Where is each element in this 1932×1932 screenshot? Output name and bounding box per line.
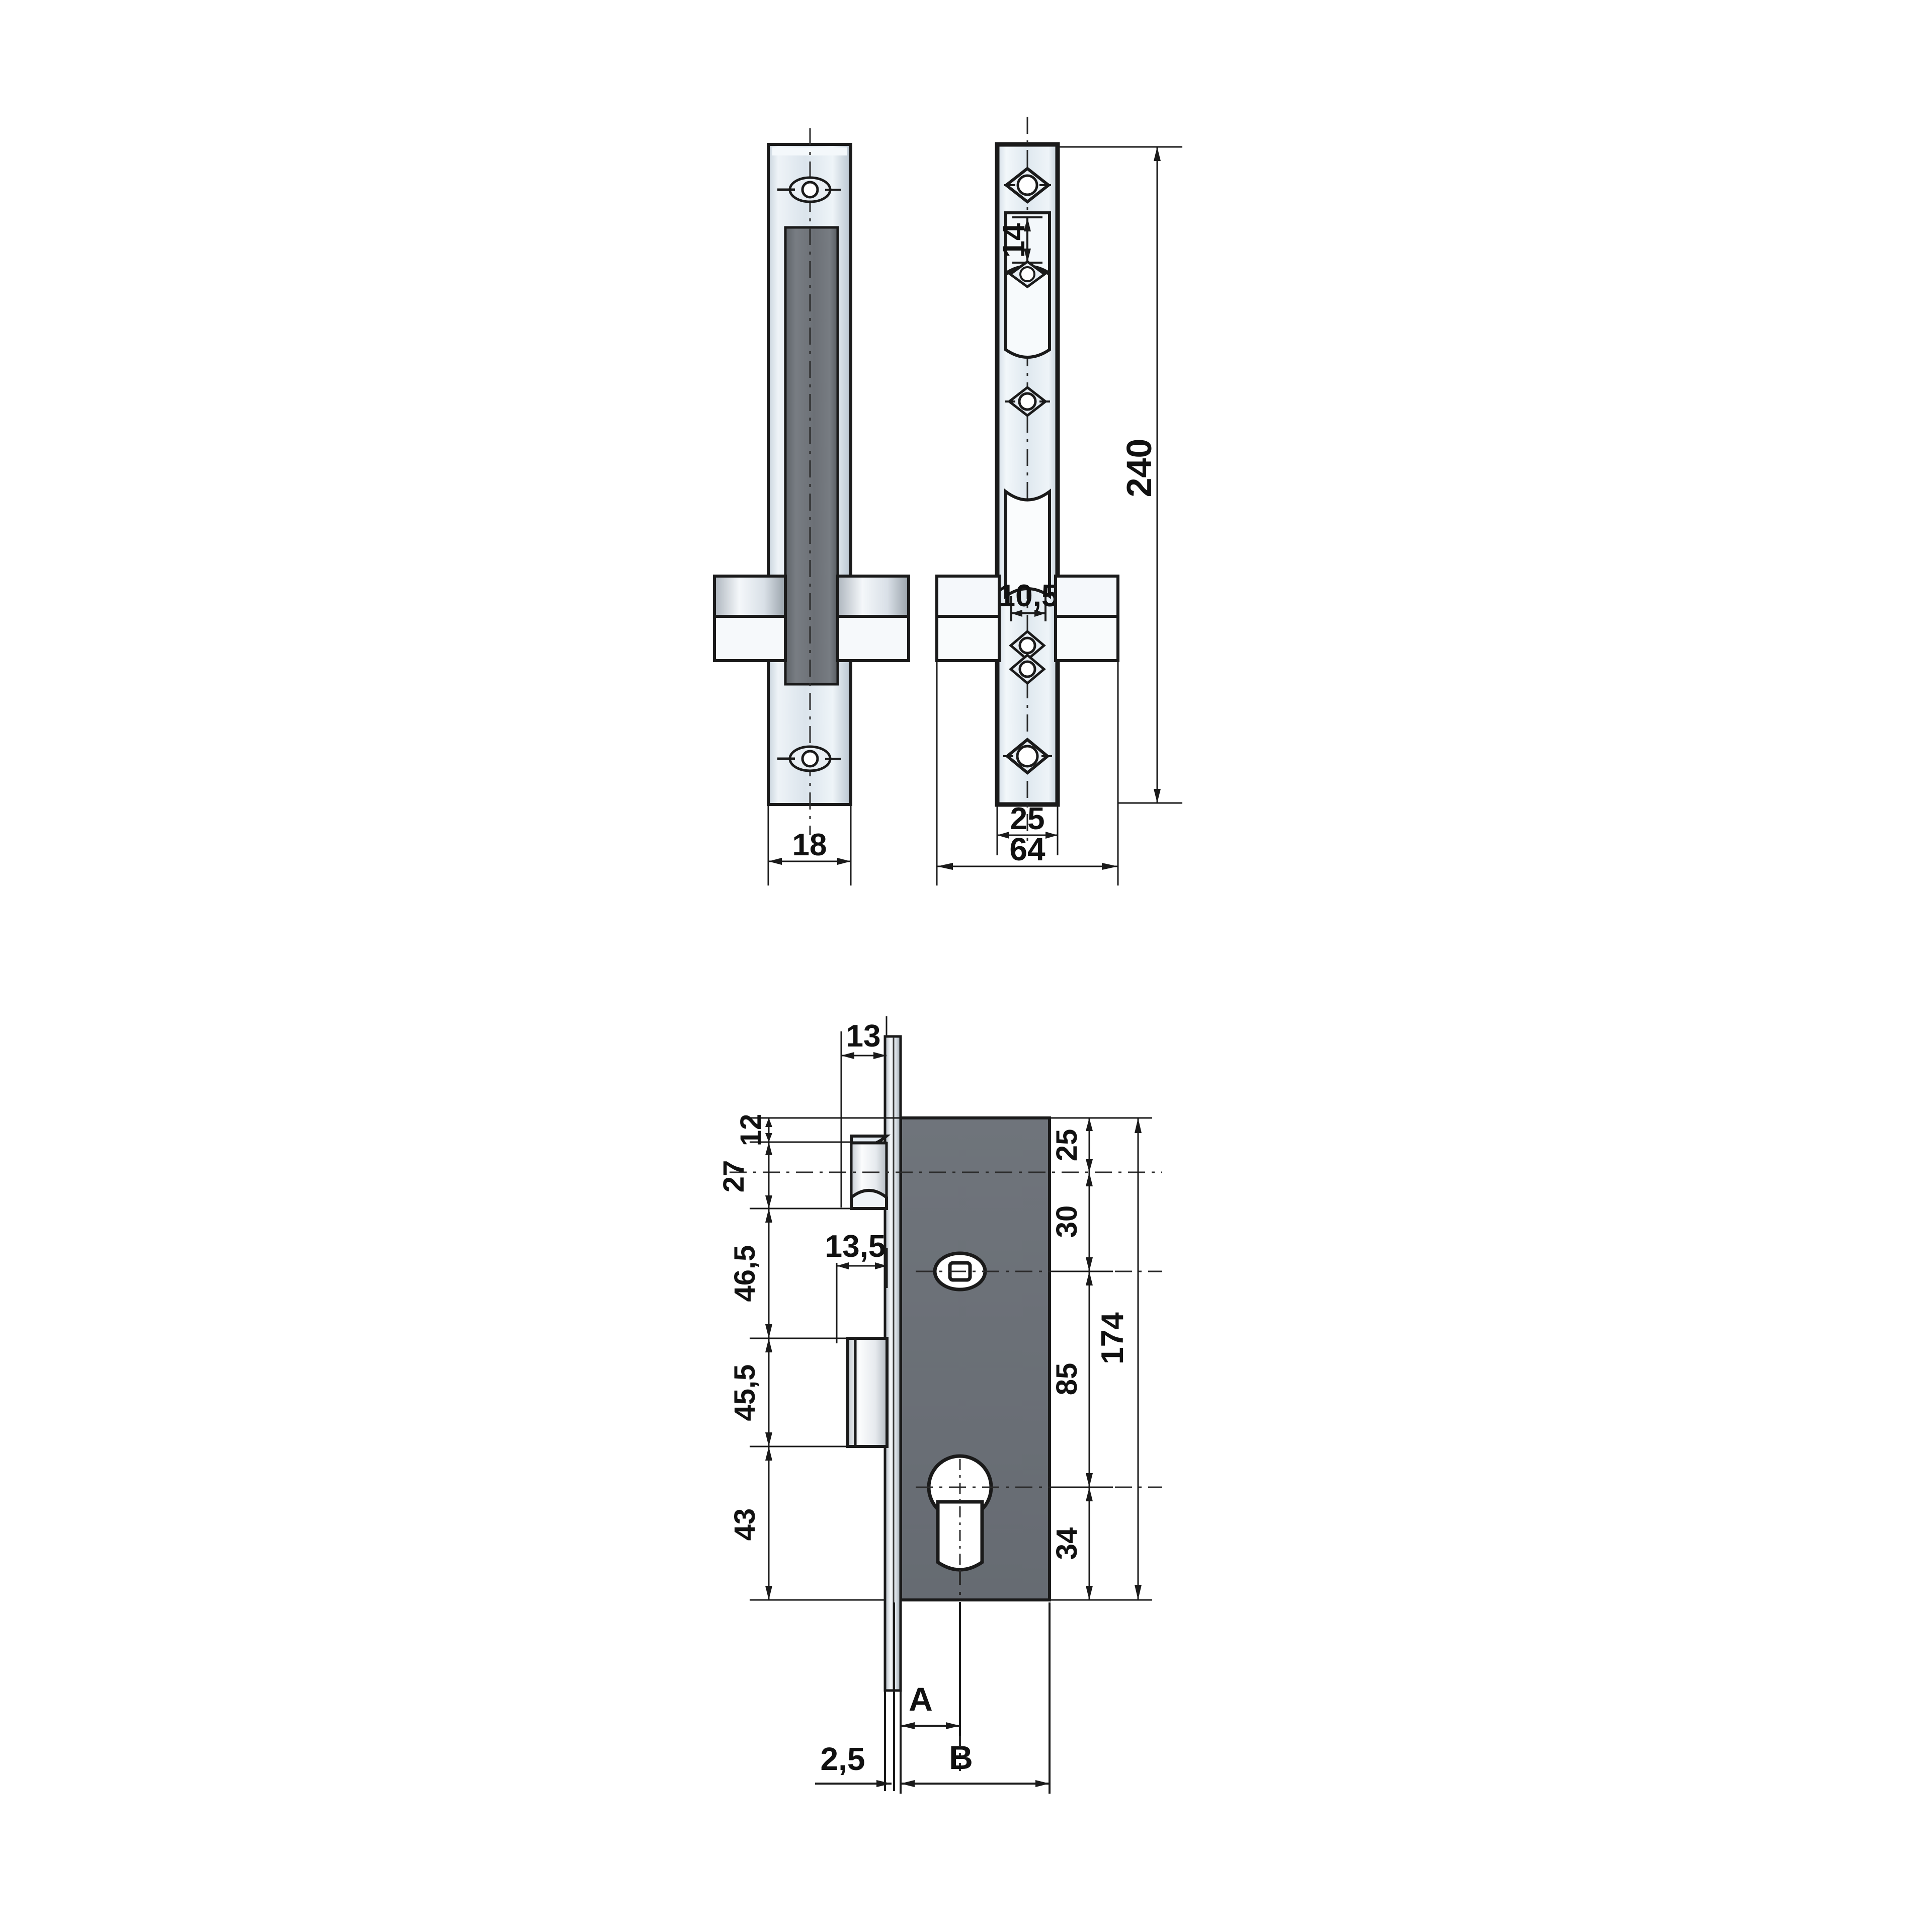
dimension-25-label: 25 (1010, 801, 1045, 836)
dimension-13-label: 13 (846, 1019, 881, 1054)
dimension-45-5-label: 45,5 (729, 1364, 761, 1421)
dimension-174: 174 (1095, 1118, 1142, 1600)
dimension-64-label: 64 (1009, 831, 1045, 867)
dimension-43: 43 (729, 1446, 772, 1600)
view-lock-case-section: 12 27 46,5 45,5 43 (717, 1016, 1162, 1794)
screw-hole-bottom (777, 745, 841, 772)
dimension-240-label: 240 (1119, 439, 1159, 498)
dimension-34-label: 34 (1051, 1527, 1083, 1560)
euro-cylinder-hole (927, 1454, 993, 1572)
dimension-43-label: 43 (729, 1508, 761, 1541)
dimension-45-5: 45,5 (729, 1338, 772, 1446)
view-strike-plate-front: 18 (713, 128, 910, 886)
dimension-10-5: 10,5 (998, 579, 1059, 621)
dimension-27: 27 (717, 1142, 772, 1209)
dimension-34: 34 (1051, 1487, 1093, 1600)
latch-bolt (850, 1135, 891, 1210)
keeper-block (713, 575, 910, 662)
keeper-block-side (935, 575, 1119, 662)
screw-hole-side-low2 (1009, 653, 1046, 685)
dimension-14: 14 (997, 216, 1042, 264)
dimension-B-label: B (949, 1739, 973, 1776)
dimension-14-label: 14 (997, 223, 1031, 258)
screw-hole-top (777, 176, 841, 203)
dimension-25-bottomview: 25 (1051, 1118, 1093, 1172)
dimension-12-label: 12 (735, 1114, 767, 1147)
dimension-10-5-label: 10,5 (998, 579, 1059, 613)
screw-hole-side-top (1004, 167, 1051, 204)
screw-hole-side-mid2 (1005, 385, 1050, 418)
view-strike-plate-side: 14 10,5 (935, 117, 1182, 886)
dimension-13-5: 13,5 (825, 1229, 888, 1343)
dimension-64: 64 (936, 661, 1119, 886)
bolt-window-lower (1004, 488, 1051, 599)
dimension-46-5: 46,5 (729, 1209, 772, 1338)
dimension-27-label: 27 (717, 1160, 750, 1193)
dimension-2-5-label: 2,5 (821, 1741, 865, 1777)
dimension-30: 30 (1051, 1172, 1093, 1271)
dimension-2-5: 2,5 (815, 1741, 892, 1787)
dimension-13-5-label: 13,5 (825, 1229, 886, 1264)
plate-top-highlight (772, 147, 847, 155)
screw-hole-side-mid (1008, 260, 1047, 289)
dimension-85-label: 85 (1051, 1363, 1083, 1396)
extension-lines-bottom (884, 1602, 1051, 1794)
dimension-25: 25 (996, 801, 1059, 855)
plate-recess-strip (784, 226, 839, 686)
dimension-25b-label: 25 (1051, 1129, 1083, 1162)
dimension-B: B (901, 1739, 1050, 1787)
dimension-30-label: 30 (1051, 1205, 1083, 1238)
dimension-174-label: 174 (1095, 1312, 1130, 1364)
dead-bolt (846, 1337, 889, 1448)
dimension-18-label: 18 (792, 828, 827, 862)
extension-lines-left (750, 1117, 901, 1601)
screw-hole-side-bottom (1003, 738, 1052, 775)
dimension-85: 85 (1051, 1271, 1093, 1487)
dimension-A: A (901, 1680, 960, 1729)
dimension-13: 13 (840, 1016, 888, 1208)
extension-lines-right (1050, 1117, 1152, 1601)
dimension-46-5-label: 46,5 (729, 1245, 761, 1302)
dimension-18: 18 (767, 804, 852, 886)
dimension-12: 12 (735, 1114, 772, 1147)
dimension-A-label: A (909, 1680, 933, 1718)
dimension-240: 240 (1058, 146, 1182, 804)
